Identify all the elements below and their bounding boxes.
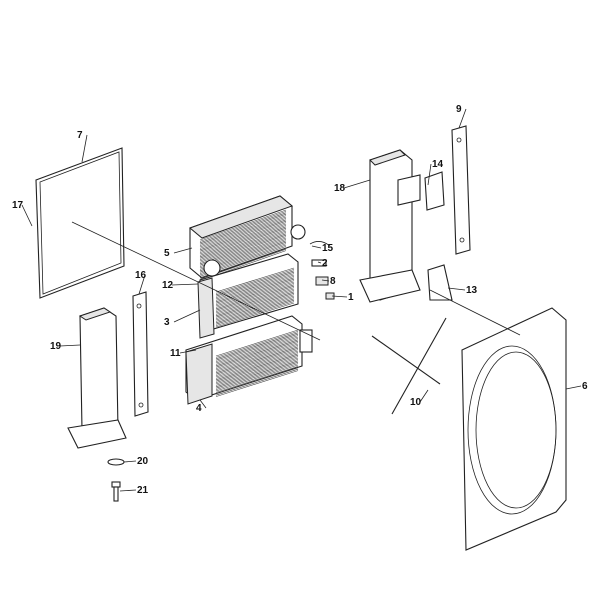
callout-leader-10	[419, 389, 429, 403]
support-18	[359, 149, 421, 303]
charge-air-cooler-5	[189, 195, 306, 281]
callout-label-12: 12	[162, 280, 174, 291]
fan-shroud-6	[461, 307, 567, 551]
callout-leader-5	[173, 247, 193, 254]
callout-label-20: 20	[137, 456, 149, 467]
callout-label-19: 19	[50, 341, 62, 352]
callout-label-5: 5	[164, 248, 170, 259]
alignment-line	[429, 289, 521, 336]
callout-leader-16	[138, 274, 146, 295]
oil-cooler-3	[197, 253, 299, 339]
callout-label-1: 1	[348, 292, 354, 303]
callout-label-14: 14	[432, 159, 444, 170]
callout-leader-14	[427, 163, 432, 186]
callout-leader-1	[331, 295, 348, 298]
callout-label-2: 2	[322, 258, 328, 269]
alignment-line	[71, 221, 321, 341]
callout-leader-11	[179, 349, 197, 354]
callout-leader-8	[321, 279, 330, 282]
callout-label-15: 15	[322, 243, 334, 254]
callout-leader-6	[565, 385, 582, 390]
callout-leader-20	[123, 460, 137, 463]
strap-9	[451, 125, 471, 255]
callout-label-9: 9	[456, 104, 462, 115]
callout-leader-9	[458, 108, 467, 129]
support-19	[67, 307, 127, 449]
callout-label-10: 10	[410, 397, 422, 408]
hose-clip-15	[309, 241, 331, 247]
callouts: 7 17 9 14 18 5 15 28 1 12 16 3 19 11 13 6 10 4 20 21	[12, 104, 588, 496]
callout-leader-21	[119, 489, 137, 492]
callout-leader-7	[81, 134, 88, 163]
bracket-14	[424, 171, 445, 211]
callout-label-21: 21	[137, 485, 149, 496]
washer-20	[107, 458, 125, 466]
callout-leader-13	[447, 287, 466, 291]
strap-16	[132, 291, 149, 417]
callout-label-11: 11	[170, 348, 181, 359]
callout-leader-4	[199, 399, 207, 409]
callout-label-7: 7	[77, 130, 83, 141]
callout-leader-12	[171, 283, 199, 286]
callout-label-13: 13	[466, 285, 478, 296]
callout-leader-15	[311, 245, 322, 249]
clamp-2	[311, 259, 327, 267]
bolt-21	[111, 481, 121, 502]
callout-leader-2	[317, 261, 322, 264]
callout-label-18: 18	[334, 183, 346, 194]
callout-label-4: 4	[196, 403, 202, 414]
radiator-4	[185, 315, 313, 405]
callout-leader-19	[59, 344, 81, 347]
panel-7	[35, 147, 125, 299]
callout-label-3: 3	[164, 317, 170, 328]
callout-label-17: 17	[12, 200, 24, 211]
bracket-13	[427, 264, 453, 301]
cross-brace-10	[371, 317, 447, 415]
callout-leader-17	[21, 204, 33, 227]
callout-leader-3	[173, 309, 201, 323]
callout-leader-18	[343, 179, 371, 189]
callout-label-6: 6	[582, 381, 588, 392]
callout-label-16: 16	[135, 270, 147, 281]
callout-label-8: 8	[330, 276, 336, 287]
